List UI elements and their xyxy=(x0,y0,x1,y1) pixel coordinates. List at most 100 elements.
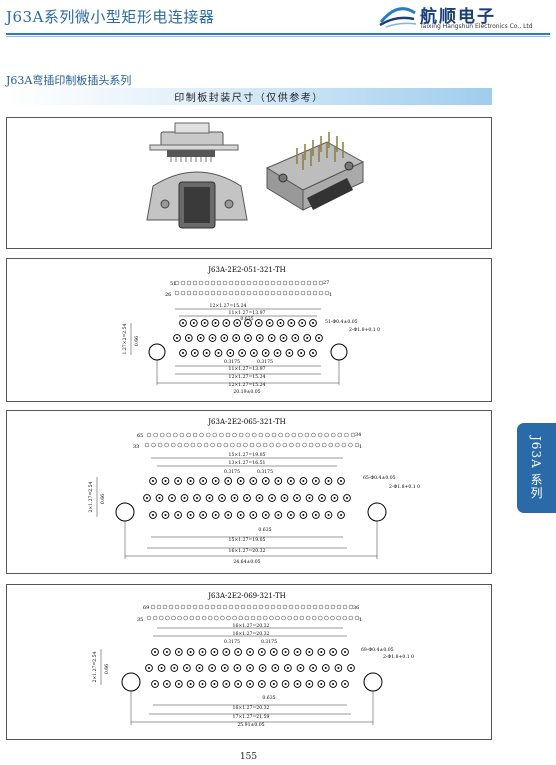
pad-drill xyxy=(333,497,336,499)
pin-outline xyxy=(264,290,270,296)
pad-drill xyxy=(187,337,190,339)
footprint-drawing-051: J63A-2E2-051-321-TH 51 27 26 1 12×1.27=1… xyxy=(122,266,380,395)
connector-3d-view xyxy=(265,132,365,211)
pad-drill xyxy=(237,683,240,685)
pad-drill xyxy=(327,514,330,516)
pin-outline xyxy=(166,432,171,438)
pad-drill xyxy=(350,667,352,669)
pin-outline xyxy=(306,604,312,610)
pin-outline xyxy=(302,442,307,448)
pin-outline xyxy=(304,432,310,438)
pad-drill xyxy=(252,514,255,516)
connector-side-view xyxy=(149,122,239,162)
pin-outline xyxy=(312,604,318,610)
pad-drill xyxy=(271,497,273,499)
pad-drill xyxy=(283,497,286,499)
pin-outline xyxy=(171,615,176,621)
pin-outline xyxy=(271,432,277,438)
pad-drill xyxy=(247,337,249,339)
pad-drill xyxy=(213,683,216,685)
connector-front-view xyxy=(146,171,248,229)
dim-label: 15×1.27=19.05 xyxy=(229,537,266,543)
pad-drill xyxy=(290,322,293,324)
pin-outline xyxy=(317,432,323,438)
pad-drill xyxy=(321,497,323,499)
pad-drill xyxy=(146,497,148,499)
pad-drill xyxy=(288,352,291,354)
pin-outline xyxy=(258,290,264,296)
dim-label: 0.3175 xyxy=(224,639,240,645)
pin-outline xyxy=(179,432,185,438)
pad-drill xyxy=(236,667,239,669)
pad-drill xyxy=(258,497,261,499)
pad-drill xyxy=(213,651,216,653)
pin-outline xyxy=(174,280,180,286)
pad-row-3 xyxy=(149,511,345,519)
pin-outline xyxy=(252,280,258,286)
header-divider xyxy=(6,33,550,35)
pad-drill xyxy=(227,480,230,482)
pad-drill xyxy=(301,322,304,324)
pin-outline xyxy=(204,280,210,286)
pad-drill xyxy=(308,651,311,653)
pin-outline xyxy=(328,442,334,448)
dim-label: 20.19±0.05 xyxy=(233,389,260,395)
pin-outline xyxy=(216,604,222,610)
pin-outline xyxy=(174,604,180,610)
pin-outline xyxy=(192,280,198,286)
pad-drill xyxy=(270,337,273,339)
pad-drill xyxy=(214,480,217,482)
pin-label: 1 xyxy=(359,617,362,623)
pad-drill xyxy=(306,337,309,339)
pad-drill xyxy=(312,322,314,324)
pin-outline xyxy=(341,442,347,448)
pin-outline xyxy=(152,615,158,621)
section-banner xyxy=(6,88,492,105)
pad-drill xyxy=(344,651,346,653)
header-divider-light xyxy=(6,36,550,37)
pin-outline xyxy=(232,615,237,621)
pad-drill xyxy=(324,667,327,669)
pad-drill xyxy=(203,322,206,324)
pin-outline xyxy=(201,615,207,621)
pin-outline xyxy=(204,290,210,296)
pin-label: 51 xyxy=(170,281,176,287)
pad-drill xyxy=(277,480,280,482)
pin-label: 1 xyxy=(329,292,332,298)
pad-drill xyxy=(237,651,240,653)
pin-outline xyxy=(270,604,276,610)
pin-outline xyxy=(276,442,281,448)
pin-outline xyxy=(331,432,336,438)
pin-outline xyxy=(288,604,294,610)
pad-row-3 xyxy=(179,349,317,357)
pin-outline xyxy=(337,432,343,438)
pin-outline xyxy=(262,615,268,621)
dim-label: 1.27×2=2.54 xyxy=(122,323,128,354)
pad-drill xyxy=(318,337,320,339)
pad-drill xyxy=(173,667,176,669)
pad-drill xyxy=(236,322,239,324)
pad-drill xyxy=(296,683,299,685)
pin-outline xyxy=(210,290,216,296)
pad-drill xyxy=(249,651,251,653)
mounting-hole-left xyxy=(121,672,141,692)
pad-drill xyxy=(154,683,156,685)
pin-outline-row-bottom xyxy=(174,290,330,296)
pad-row-1 xyxy=(149,477,345,485)
pad-drill xyxy=(239,480,242,482)
pin-outline xyxy=(171,442,176,448)
pin-outline xyxy=(177,442,183,448)
pin-outline xyxy=(324,290,330,296)
pin-outline xyxy=(243,442,248,448)
pin-outline xyxy=(344,432,349,438)
pad-drill xyxy=(258,337,261,339)
footprint-drawing-065: J63A-2E2-065-321-TH 65 34 33 1 15×1.27=1… xyxy=(88,418,420,565)
dim-label: 2-Φ1.8+0.1 0 xyxy=(383,654,414,660)
pad-drill xyxy=(246,497,248,499)
pad-drill xyxy=(182,322,184,324)
mounting-hole-right xyxy=(367,502,387,522)
dim-label: 2×1.27=2.54 xyxy=(88,481,94,512)
pin-outline xyxy=(153,432,158,438)
pad-drill xyxy=(154,651,156,653)
pad-drill xyxy=(272,651,275,653)
